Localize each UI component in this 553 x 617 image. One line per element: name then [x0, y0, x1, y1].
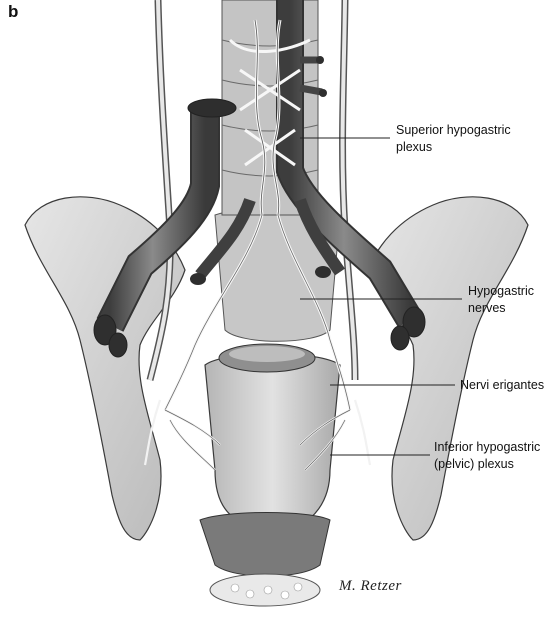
label-inferior-hypogastric-plexus: Inferior hypogastric (pelvic) plexus — [434, 439, 540, 473]
label-line: Nervi erigantes — [460, 378, 545, 392]
label-line: Hypogastric — [468, 284, 534, 298]
right-pelvic-bone — [367, 196, 529, 541]
right-ureter-core — [340, 0, 357, 381]
label-line: Superior hypogastric — [396, 123, 511, 137]
label-line: Inferior hypogastric — [434, 440, 541, 454]
label-line: (pelvic) plexus — [434, 457, 514, 471]
right-iliac-vessel-end — [402, 306, 426, 338]
label-superior-hypogastric-plexus: Superior hypogastric plexus — [396, 122, 511, 156]
anal-canal — [199, 512, 331, 577]
vena-cava-cut — [187, 98, 237, 118]
artist-signature: M. Retzer — [339, 578, 402, 594]
label-hypogastric-nerves: Hypogastric nerves — [468, 283, 534, 317]
panel-letter: b — [8, 2, 19, 21]
label-line: nerves — [468, 301, 506, 315]
rectum — [204, 353, 341, 526]
label-line: plexus — [396, 140, 433, 154]
label-nervi-erigantes: Nervi erigantes — [460, 377, 544, 394]
leader-lines — [300, 137, 462, 456]
